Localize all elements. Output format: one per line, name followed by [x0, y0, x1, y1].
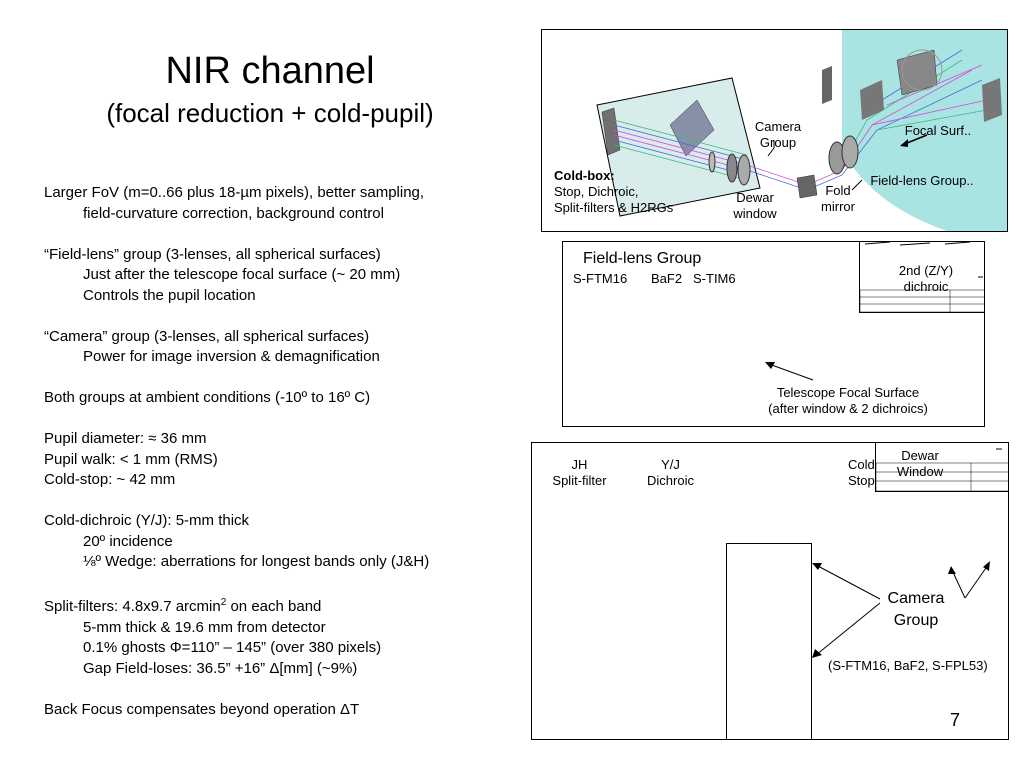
split-bullet: Split-filters: 4.8x9.7 arcmin2 on each b… [44, 597, 322, 615]
ambient-bullet: Both groups at ambient conditions (-10º … [44, 389, 371, 406]
telescope-focal-label: Telescope Focal Surface(after window & 2… [768, 385, 928, 416]
slide-subtitle: (focal reduction + cold-pupil) [106, 98, 434, 128]
split-filter-plate [669, 99, 715, 157]
focal-surf-label: Focal Surf.. [904, 123, 972, 138]
field-lens-2 [841, 135, 859, 169]
pupil-walk: Pupil walk: < 1 mm (RMS) [44, 450, 218, 468]
camera-lens-block [726, 543, 812, 739]
drawing-title-block: 2nd (Z/Y)dichroic [859, 242, 984, 313]
lens-3-label: S-TIM6 [693, 271, 736, 286]
focal-surface-circle [901, 49, 943, 91]
dichroic-bullet: Cold-dichroic (Y/J): 5-mm thick [44, 512, 250, 529]
back-focus-bullet: Back Focus compensates beyond operation … [44, 700, 360, 718]
camera-lens-1 [726, 153, 738, 183]
field-lens-title: Field-lens Group [583, 250, 702, 267]
dichroic-plate-1 [822, 66, 832, 104]
fieldlens-bullet: “Field-lens” group (3-lenses, all spheri… [44, 245, 381, 263]
split-sub-3: Gap Field-loses: 36.5” +16” Δ[mm] (~9%) [83, 659, 358, 677]
cold-box-label: Cold-box:Stop, Dichroic,Split-filters & … [554, 168, 674, 215]
telescope-arrow [765, 362, 814, 381]
split-sub-2: 0.1% ghosts Φ=110” – 145” (over 380 pixe… [83, 639, 382, 656]
dichroic-label: 2nd (Z/Y)dichroic [898, 263, 954, 294]
telescope-region [842, 30, 1007, 231]
dewar-window [708, 151, 716, 173]
detector-right [982, 78, 1002, 122]
field-lens-group-label: Field-lens Group.. [870, 173, 974, 188]
fieldlens-sub-1: Just after the telescope focal surface (… [83, 266, 401, 283]
split-sub-1: 5-mm thick & 19.6 mm from detector [83, 618, 326, 636]
bullet-list: Larger FoV (m=0..66 plus 18-µm pixels), … [44, 183, 524, 720]
lens-1-label: S-FTM16 [573, 271, 628, 286]
dichroic-plate-2 [860, 80, 884, 120]
field-lens-figure: Field-lens Group S-FTM16 BaF2 S-TIM6 2nd… [562, 241, 985, 427]
fov-bullet: Larger FoV (m=0..66 plus 18-µm pixels), … [44, 184, 425, 222]
slide-title: NIR channel [165, 50, 375, 92]
camera-arrows [812, 561, 990, 658]
camera-bullet: “Camera” group (3-lenses, all spherical … [44, 327, 370, 345]
page-number: 7 [950, 710, 961, 730]
dichroic-sub-1: 20º incidence [83, 532, 173, 550]
camera-lens-2 [737, 154, 751, 186]
camera-sub-1: Power for image inversion & demagnificat… [83, 348, 380, 365]
lens-2-label: BaF2 [651, 271, 683, 286]
cold-stop: Cold-stop: ~ 42 mm [44, 471, 176, 488]
fold-mirror [796, 174, 818, 199]
pupil-diameter: Pupil diameter: ≈ 36 mm [44, 430, 207, 447]
dichroic-sub-2: ⅛º Wedge: aberrations for longest bands … [83, 553, 430, 570]
camera-glasses-label: (S-FTM16, BaF2, S-FPL53) [828, 658, 988, 673]
optical-layout-drawing [596, 30, 1007, 231]
detector-plate [601, 107, 621, 156]
fieldlens-sub-2: Controls the pupil location [83, 286, 256, 304]
